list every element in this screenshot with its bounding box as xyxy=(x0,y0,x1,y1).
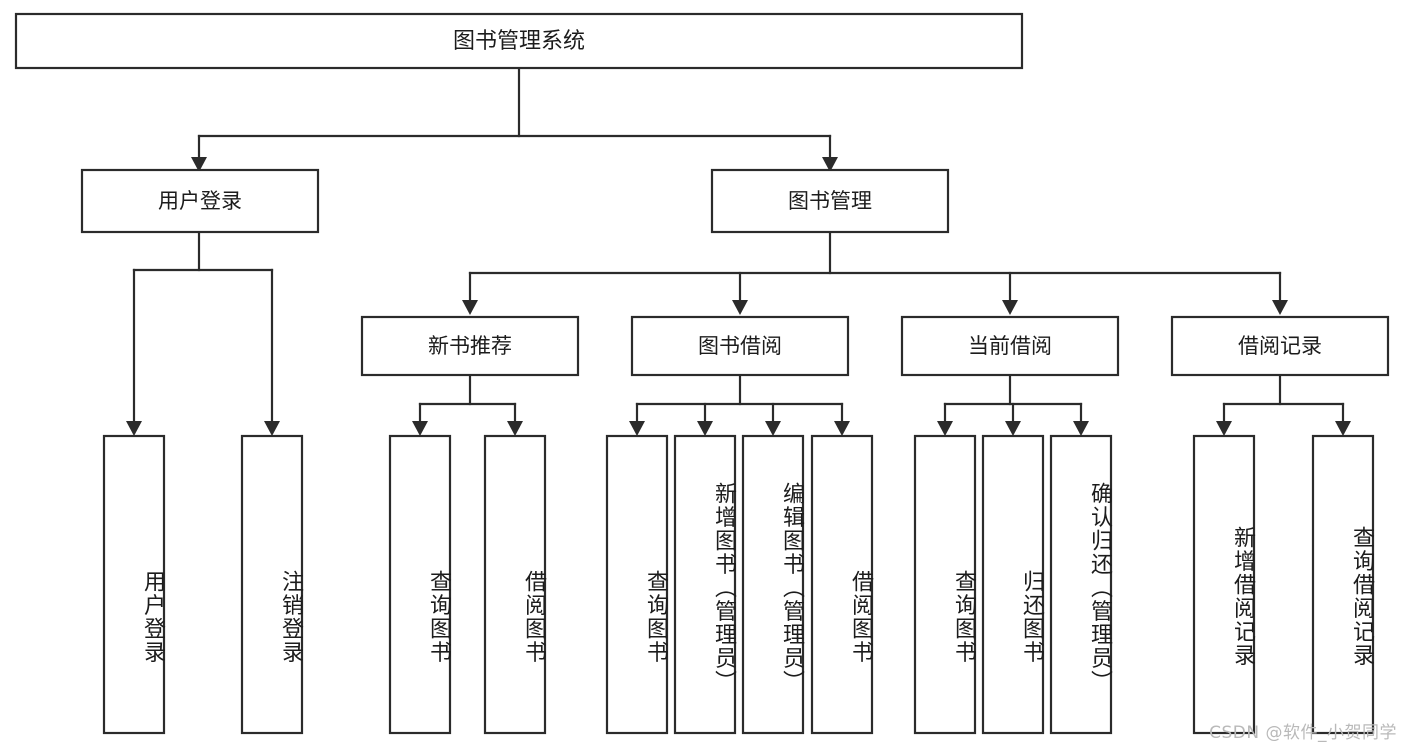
node-box-leaf-user-login[interactable] xyxy=(102,434,166,735)
node-box-root[interactable] xyxy=(14,12,1024,70)
node-box-user-login[interactable] xyxy=(80,168,320,234)
arrow-head-user-login xyxy=(191,157,207,172)
node-box-borrow-record[interactable] xyxy=(1170,315,1390,377)
csdn-watermark: CSDN @软件_小贺同学 xyxy=(1209,723,1397,743)
node-box-leaf-confirm-return[interactable] xyxy=(1049,434,1113,735)
arrow-head-leaf-edit-book xyxy=(765,421,781,436)
node-label-borrow-record: 借阅记录 xyxy=(1238,334,1322,358)
arrow-head-leaf-add-book xyxy=(697,421,713,436)
node-label-root: 图书管理系统 xyxy=(453,29,585,54)
connector-layer xyxy=(126,66,1351,436)
node-box-book-management[interactable] xyxy=(710,168,950,234)
node-label-user-login: 用户登录 xyxy=(158,189,242,213)
node-box-leaf-return-book[interactable] xyxy=(981,434,1045,735)
node-label-book-management: 图书管理 xyxy=(788,189,872,213)
arrow-head-leaf-query-book-2 xyxy=(629,421,645,436)
node-box-leaf-query-book-3[interactable] xyxy=(913,434,977,735)
node-box-leaf-borrow-book-2[interactable] xyxy=(810,434,874,735)
arrow-head-leaf-borrow-book-2 xyxy=(834,421,850,436)
node-label-current-borrow: 当前借阅 xyxy=(968,334,1052,358)
node-box-leaf-query-book-1[interactable] xyxy=(388,434,452,735)
node-box-leaf-add-book[interactable] xyxy=(673,434,737,735)
arrow-head-leaf-user-login xyxy=(126,421,142,436)
arrow-head-leaf-query-book-1 xyxy=(412,421,428,436)
node-box-leaf-add-record[interactable] xyxy=(1192,434,1256,735)
node-layer: 图书管理系统 用户登录 图书管理 新书推荐 图书借阅 当前借阅 借阅记录 xyxy=(14,12,1390,735)
node-box-leaf-query-book-2[interactable] xyxy=(605,434,669,735)
arrow-head-leaf-query-book-3 xyxy=(937,421,953,436)
arrow-head-leaf-borrow-book-1 xyxy=(507,421,523,436)
node-box-leaf-edit-book[interactable] xyxy=(741,434,805,735)
arrow-head-book-management xyxy=(822,157,838,172)
arrow-head-leaf-add-record xyxy=(1216,421,1232,436)
node-box-leaf-borrow-book-1[interactable] xyxy=(483,434,547,735)
node-box-current-borrow[interactable] xyxy=(900,315,1120,377)
node-label-book-borrow: 图书借阅 xyxy=(698,334,782,358)
node-box-leaf-query-record[interactable] xyxy=(1311,434,1375,735)
arrow-head-leaf-logout-login xyxy=(264,421,280,436)
node-box-book-borrow[interactable] xyxy=(630,315,850,377)
arrow-head-borrow-record xyxy=(1272,300,1288,315)
arrow-head-current-borrow xyxy=(1002,300,1018,315)
arrow-head-leaf-query-record xyxy=(1335,421,1351,436)
arrow-head-leaf-return-book xyxy=(1005,421,1021,436)
node-box-leaf-logout-login[interactable] xyxy=(240,434,304,735)
node-box-new-book-recommend[interactable] xyxy=(360,315,580,377)
arrow-head-leaf-confirm-return xyxy=(1073,421,1089,436)
arrow-head-book-borrow xyxy=(732,300,748,315)
node-label-new-book-recommend: 新书推荐 xyxy=(428,334,512,358)
arrow-head-new-book-recommend xyxy=(462,300,478,315)
